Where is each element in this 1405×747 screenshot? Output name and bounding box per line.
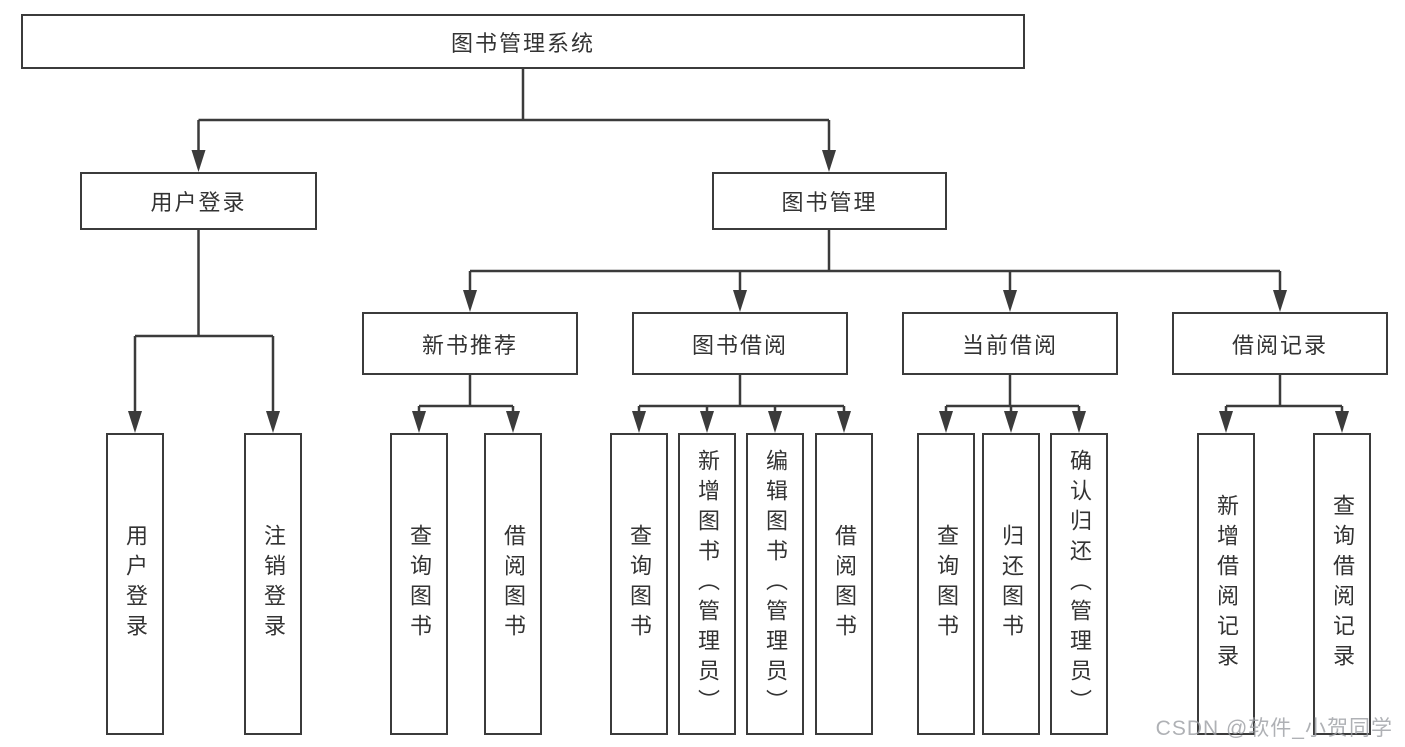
leaf-query-borrow-record: 查询借阅记录 [1313, 433, 1371, 735]
arrowhead [837, 411, 851, 433]
connector-root-to-level2 [191, 69, 836, 172]
connector-book-management-to-level3 [463, 230, 1287, 312]
leaf-query-books-3-label: 查询图书 [934, 524, 959, 644]
connector-book-borrow-to-leaves [632, 375, 851, 433]
watermark: CSDN @软件_小贺同学 [1155, 717, 1393, 740]
arrowhead [700, 411, 714, 433]
connector-user-login-to-leaves [128, 230, 280, 433]
arrowhead [733, 290, 747, 312]
arrowhead [1219, 411, 1233, 433]
arrowhead [1003, 290, 1017, 312]
arrowhead [506, 411, 520, 433]
leaf-confirm-return-admin-label: 确认归还（管理员） [1067, 449, 1092, 719]
arrowhead [822, 150, 836, 172]
connector-new-book-recommend-to-leaves [412, 375, 520, 433]
arrowhead [463, 290, 477, 312]
arrowhead [266, 411, 280, 433]
leaf-return-books-label: 归还图书 [999, 524, 1024, 644]
leaf-edit-books-admin: 编辑图书（管理员） [746, 433, 804, 735]
leaf-borrow-books-2-label: 借阅图书 [832, 524, 857, 644]
node-book-management-label: 图书管理 [781, 190, 878, 215]
node-borrow-records: 借阅记录 [1172, 312, 1388, 375]
leaf-confirm-return-admin: 确认归还（管理员） [1050, 433, 1108, 735]
node-current-borrow-label: 当前借阅 [961, 332, 1058, 358]
arrowhead [191, 150, 206, 172]
leaf-logout: 注销登录 [244, 433, 302, 735]
leaf-edit-books-admin-label: 编辑图书（管理员） [763, 449, 788, 719]
arrowhead [632, 411, 646, 433]
leaf-add-borrow-record: 新增借阅记录 [1197, 433, 1255, 735]
leaf-query-borrow-record-label: 查询借阅记录 [1330, 494, 1355, 674]
arrowhead [1335, 411, 1349, 433]
arrowhead [1004, 411, 1018, 433]
connector-borrow-records-to-leaves [1219, 375, 1349, 433]
arrowhead [412, 411, 426, 433]
arrowhead [768, 411, 782, 433]
leaf-borrow-books-1-label: 借阅图书 [501, 524, 526, 644]
leaf-borrow-books-1: 借阅图书 [484, 433, 542, 735]
arrowhead [1072, 411, 1086, 433]
leaf-query-books-1: 查询图书 [390, 433, 448, 735]
leaf-query-books-2: 查询图书 [610, 433, 668, 735]
node-borrow-records-label: 借阅记录 [1231, 332, 1328, 358]
leaf-logout-label: 注销登录 [261, 524, 286, 644]
leaf-user-login: 用户登录 [106, 433, 164, 735]
node-new-book-recommend: 新书推荐 [362, 312, 578, 375]
node-book-borrow: 图书借阅 [632, 312, 848, 375]
node-root: 图书管理系统 [21, 14, 1025, 69]
arrowhead [939, 411, 953, 433]
node-user-login: 用户登录 [80, 172, 317, 230]
node-book-borrow-label: 图书借阅 [691, 332, 788, 358]
leaf-query-books-1-label: 查询图书 [407, 524, 432, 644]
node-user-login-label: 用户登录 [150, 190, 247, 215]
node-new-book-recommend-label: 新书推荐 [421, 332, 518, 358]
leaf-add-borrow-record-label: 新增借阅记录 [1214, 494, 1239, 674]
leaf-return-books: 归还图书 [982, 433, 1040, 735]
leaf-query-books-3: 查询图书 [917, 433, 975, 735]
arrowhead [1273, 290, 1287, 312]
leaf-add-books-admin-label: 新增图书（管理员） [695, 449, 720, 719]
node-root-label: 图书管理系统 [450, 30, 595, 56]
leaf-user-login-label: 用户登录 [123, 524, 148, 644]
leaf-add-books-admin: 新增图书（管理员） [678, 433, 736, 735]
leaf-query-books-2-label: 查询图书 [627, 524, 652, 644]
connector-current-borrow-to-leaves [939, 375, 1086, 433]
leaf-borrow-books-2: 借阅图书 [815, 433, 873, 735]
arrowhead [128, 411, 142, 433]
node-book-management: 图书管理 [712, 172, 947, 230]
node-current-borrow: 当前借阅 [902, 312, 1118, 375]
